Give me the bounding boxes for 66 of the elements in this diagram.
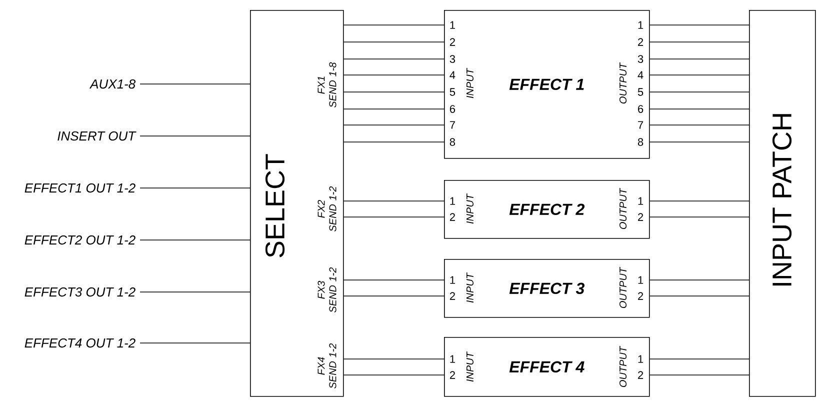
port-label: FX4 SEND 1-2 <box>318 343 336 388</box>
pin-number: 6 <box>450 105 456 113</box>
signal-label: INSERT OUT <box>58 131 136 141</box>
pin-number: 1 <box>638 197 644 205</box>
pin-number: 5 <box>450 88 456 96</box>
pin-number: 2 <box>450 292 455 300</box>
signal-line <box>649 108 750 110</box>
signal-label: EFFECT1 OUT 1-2 <box>24 183 136 193</box>
port-label: OUTPUT <box>619 188 627 229</box>
pin-number: 2 <box>638 38 644 46</box>
pin-number: 2 <box>638 213 644 221</box>
pin-number: 4 <box>638 71 644 79</box>
port-label: OUTPUT <box>619 346 627 387</box>
signal-line <box>649 58 750 60</box>
signal-label: EFFECT2 OUT 1-2 <box>24 235 136 245</box>
signal-line <box>343 58 444 60</box>
signal-label: EFFECT3 OUT 1-2 <box>24 287 136 297</box>
pin-number: 6 <box>638 105 644 113</box>
pin-number: 2 <box>638 292 644 300</box>
pin-number: 7 <box>450 121 455 129</box>
port-label: FX3 SEND 1-2 <box>318 267 336 312</box>
pin-number: 2 <box>450 213 455 221</box>
port-label: FX2 SEND 1-2 <box>318 186 336 232</box>
pin-number: 1 <box>638 276 644 284</box>
pin-number: 5 <box>638 88 644 96</box>
signal-line <box>649 124 750 126</box>
signal-label: EFFECT4 OUT 1-2 <box>24 338 136 348</box>
pin-number: 2 <box>450 38 455 46</box>
pin-number: 3 <box>638 55 644 63</box>
signal-line <box>343 74 444 76</box>
signal-line <box>649 358 750 360</box>
pin-number: 1 <box>450 21 455 29</box>
pin-number: 2 <box>638 371 644 379</box>
pin-number: 1 <box>450 197 455 205</box>
signal-line <box>343 124 444 126</box>
signal-line <box>343 24 444 26</box>
signal-line <box>343 216 444 218</box>
signal-line <box>649 24 750 26</box>
pin-number: 1 <box>638 21 644 29</box>
pin-number: 3 <box>450 55 456 63</box>
signal-line <box>649 74 750 76</box>
signal-line <box>140 342 250 344</box>
block-box: INPUT PATCH <box>749 10 816 397</box>
port-label: FX1 SEND 1-8 <box>318 62 336 108</box>
signal-line <box>649 374 750 376</box>
signal-line <box>343 374 444 376</box>
pin-number: 7 <box>638 121 644 129</box>
pin-number: 8 <box>450 138 456 146</box>
port-label: INPUT <box>466 68 474 98</box>
signal-line <box>343 108 444 110</box>
signal-line <box>343 200 444 202</box>
pin-number: 1 <box>450 276 455 284</box>
port-label: OUTPUT <box>619 62 627 104</box>
pin-number: 8 <box>638 138 644 146</box>
port-label: INPUT <box>466 351 474 382</box>
signal-line <box>343 358 444 360</box>
pin-number: 1 <box>450 355 455 363</box>
signal-line <box>649 216 750 218</box>
port-label: OUTPUT <box>619 266 627 308</box>
pin-number: 2 <box>450 371 455 379</box>
pin-number: 4 <box>450 71 456 79</box>
signal-line <box>649 200 750 202</box>
signal-label: AUX1-8 <box>89 79 136 89</box>
port-label: INPUT <box>466 272 474 303</box>
pin-number: 1 <box>638 355 644 363</box>
port-label: INPUT <box>466 193 474 224</box>
